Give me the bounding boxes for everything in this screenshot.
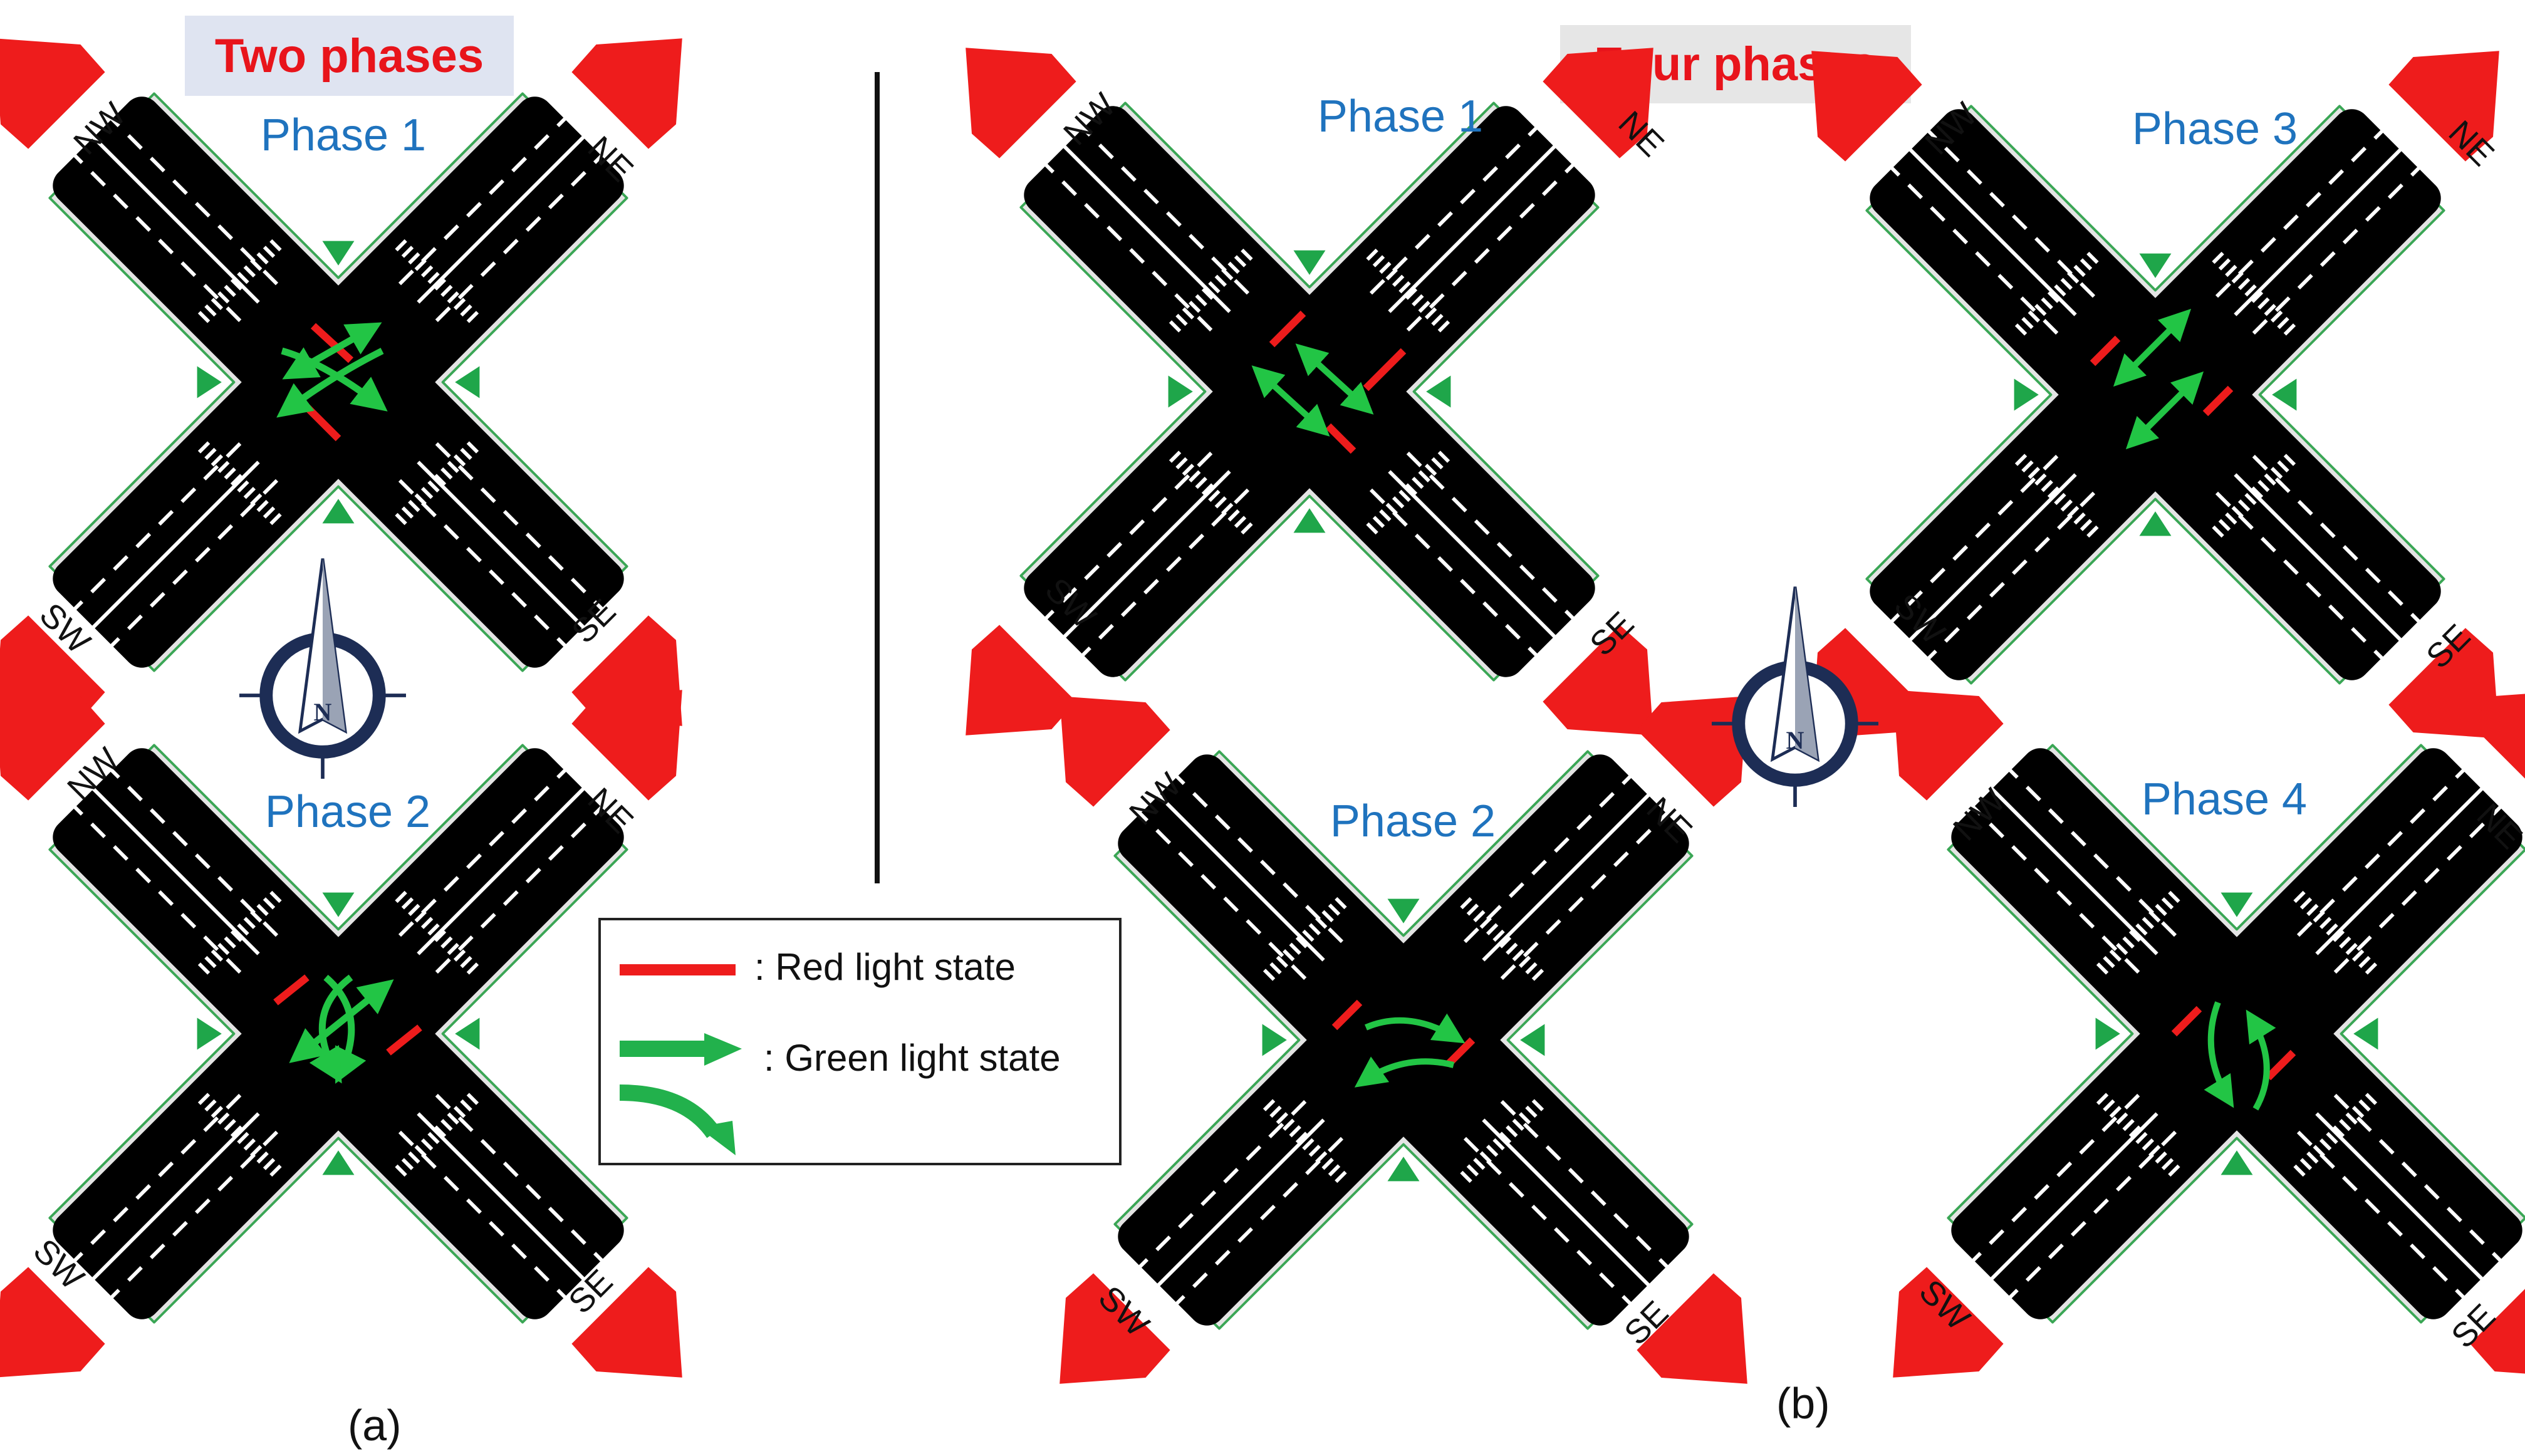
panel-a-compass bbox=[239, 559, 406, 779]
panel-a-phase-2 bbox=[0, 690, 682, 1378]
red-light-label: : Red light state bbox=[754, 946, 1016, 988]
phase-2-signals bbox=[1331, 999, 1476, 1088]
red-light-swatch bbox=[620, 964, 736, 975]
panel-b-phase-3 bbox=[1811, 51, 2499, 739]
legend: : Red light state : Green light state bbox=[598, 918, 1122, 1165]
panel-a-caption: (a) bbox=[348, 1401, 402, 1450]
green-arrows-icon bbox=[619, 1033, 742, 1155]
panel-a-phase-1 bbox=[0, 38, 682, 726]
phase-label-b2: Phase 2 bbox=[1330, 796, 1496, 846]
panel-b-phase-1 bbox=[966, 48, 1653, 736]
phase-3-signals bbox=[2090, 308, 2234, 450]
phase-4-signals bbox=[2171, 1001, 2296, 1111]
phase-2-signals bbox=[273, 974, 422, 1084]
compass-letter: N bbox=[1786, 726, 1804, 754]
phase-label-a2: Phase 2 bbox=[265, 787, 430, 837]
phase-label-b1: Phase 1 bbox=[1318, 91, 1483, 142]
compass-letter: N bbox=[314, 698, 332, 726]
phase-1-signals bbox=[1251, 310, 1407, 454]
phase-label-b3: Phase 3 bbox=[2132, 104, 2298, 154]
panel-b-phase-2 bbox=[1059, 696, 1747, 1384]
panel-b-phase-4 bbox=[1893, 690, 2525, 1378]
panel-a-title: Two phases bbox=[185, 16, 514, 96]
phase-1-signals bbox=[276, 322, 388, 442]
panel-b-caption: (b) bbox=[1776, 1379, 1830, 1428]
phase-label-b4: Phase 4 bbox=[2142, 774, 2307, 824]
phase-label-a1: Phase 1 bbox=[261, 110, 426, 160]
green-light-label: : Green light state bbox=[764, 1037, 1061, 1079]
